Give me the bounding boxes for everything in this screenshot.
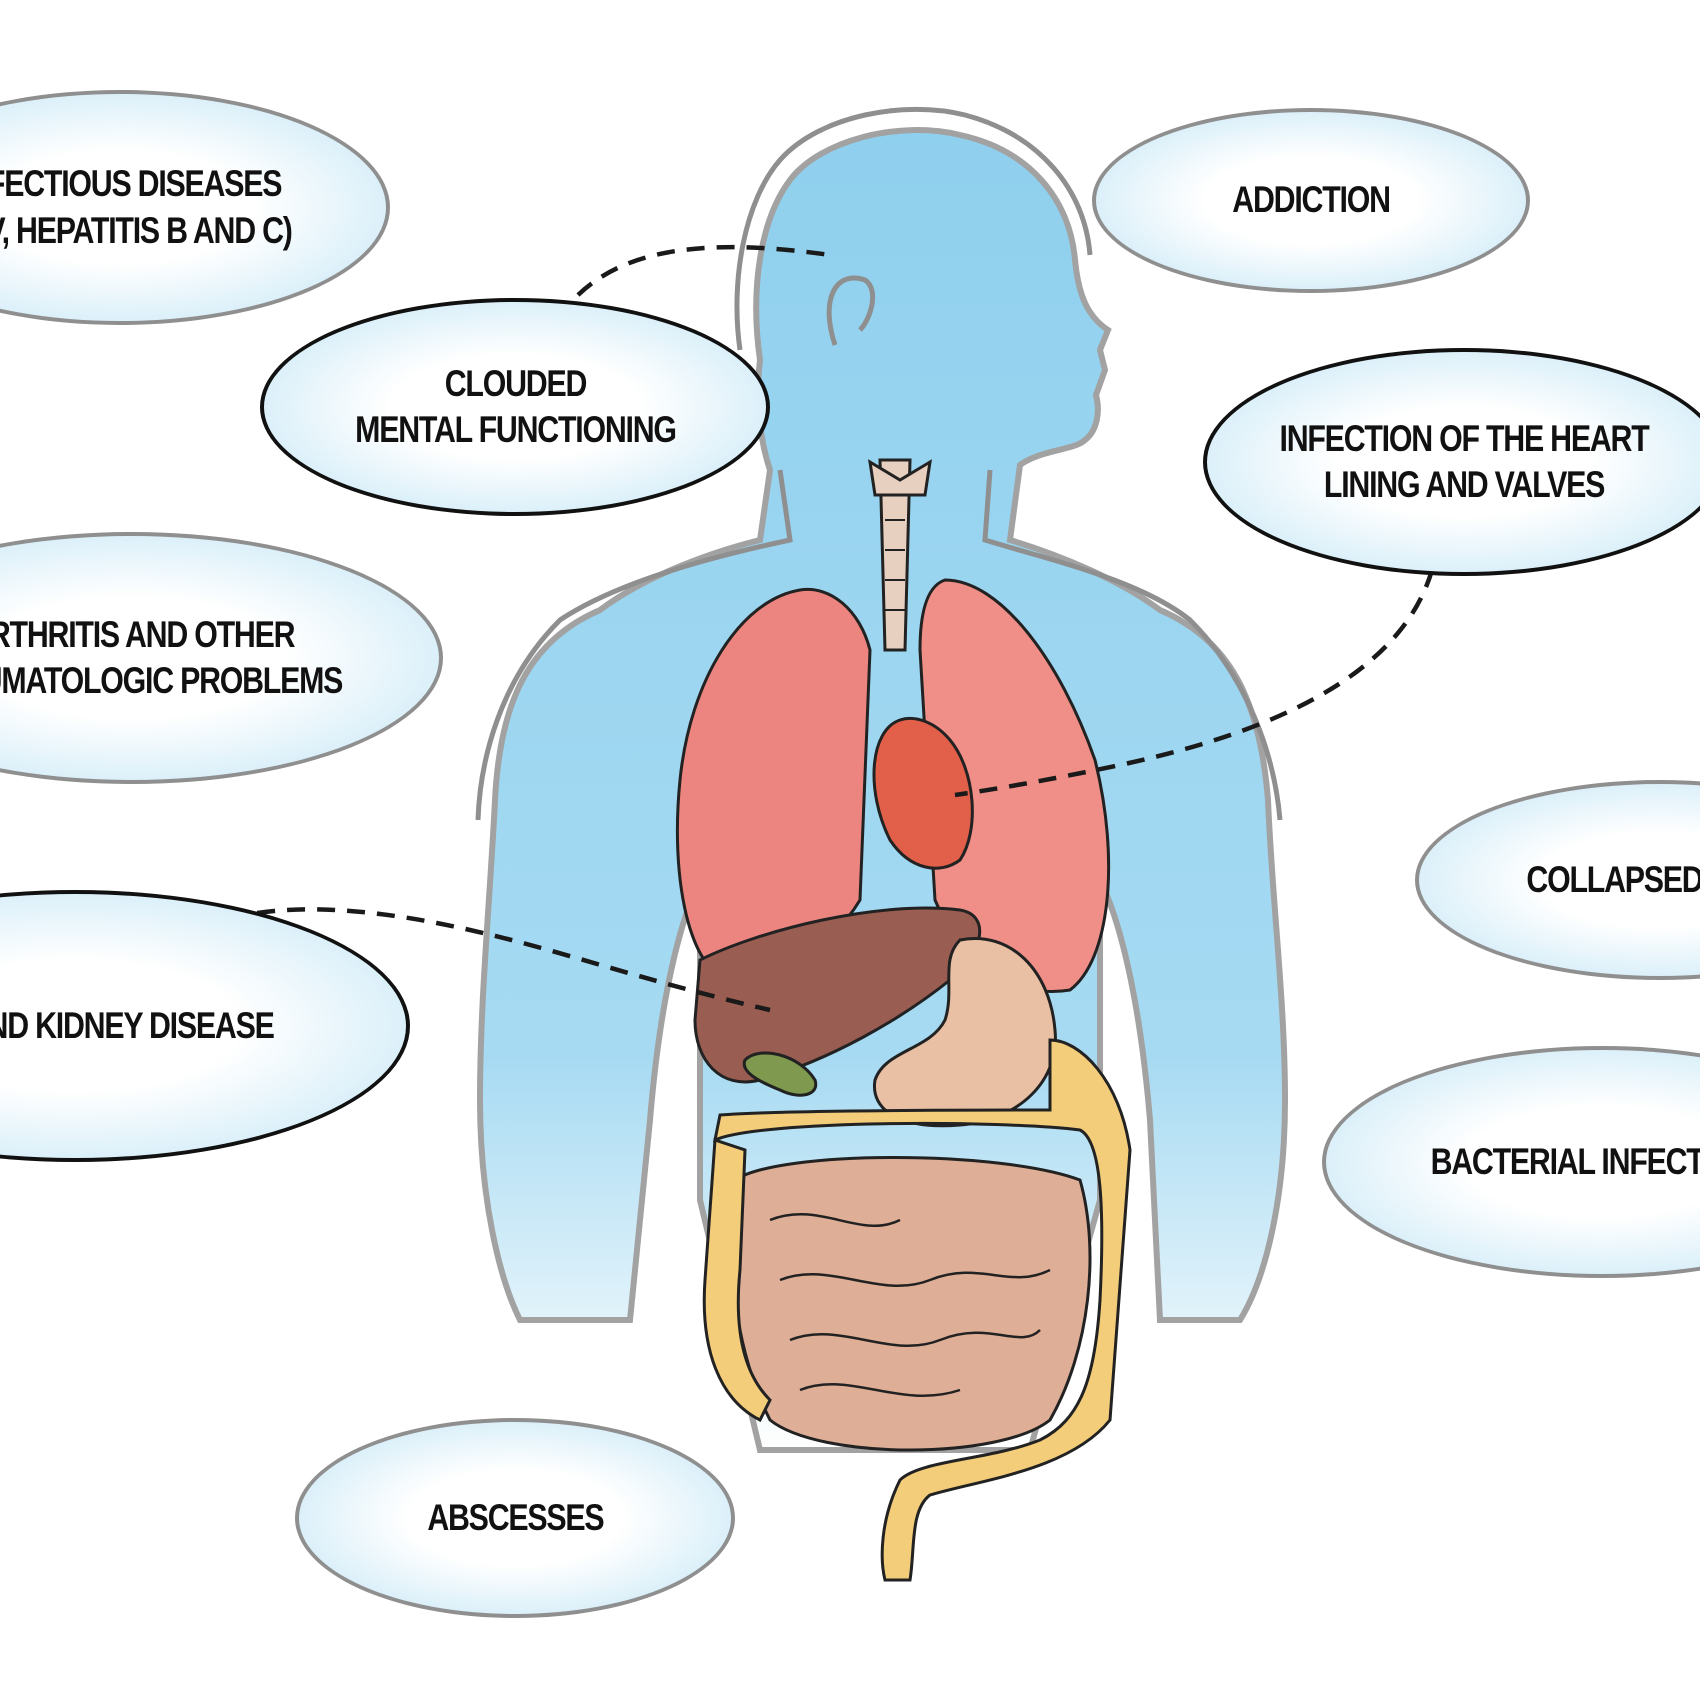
bubble-text: COLLAPSED VEINS bbox=[1525, 858, 1700, 900]
bubble-text: INFECTIOUS DISEASES (HIV, HEPATITIS B AN… bbox=[0, 163, 293, 251]
connector-clouded bbox=[576, 244, 831, 297]
heart bbox=[872, 716, 974, 870]
connectors bbox=[198, 244, 1435, 1013]
connector-heart bbox=[954, 569, 1435, 798]
small-intestine-folds bbox=[769, 1213, 1051, 1398]
ascending-colon bbox=[702, 1137, 772, 1423]
bubble-text: CLOUDED MENTAL FUNCTIONING bbox=[354, 362, 677, 450]
small-intestine bbox=[729, 1156, 1092, 1452]
body-outline bbox=[475, 106, 1283, 821]
bubble-text: LIVER AND KIDNEY DISEASE bbox=[0, 1004, 275, 1046]
connector-liver bbox=[198, 907, 771, 1013]
bubble-clouded-mental-functioning: CLOUDED MENTAL FUNCTIONING bbox=[260, 298, 770, 516]
bubble-text: BACTERIAL INFECTIONS bbox=[1430, 1140, 1700, 1182]
bubble-abscesses: ABSCESSES bbox=[295, 1418, 735, 1618]
gallbladder bbox=[742, 1051, 818, 1097]
bubble-text: INFECTION OF THE HEART LINING AND VALVES bbox=[1279, 417, 1649, 505]
bubble-addiction: ADDICTION bbox=[1092, 108, 1530, 293]
large-intestine bbox=[712, 1038, 1132, 1582]
bubble-infection-heart-lining: INFECTION OF THE HEART LINING AND VALVES bbox=[1203, 348, 1700, 576]
bubble-text: ARTHRITIS AND OTHER RHEUMATOLOGIC PROBLE… bbox=[0, 613, 344, 701]
bubble-text: ADDICTION bbox=[1232, 179, 1391, 221]
bubble-text: ABSCESSES bbox=[426, 1496, 604, 1538]
trachea bbox=[868, 458, 932, 652]
ear-outline bbox=[826, 275, 876, 346]
